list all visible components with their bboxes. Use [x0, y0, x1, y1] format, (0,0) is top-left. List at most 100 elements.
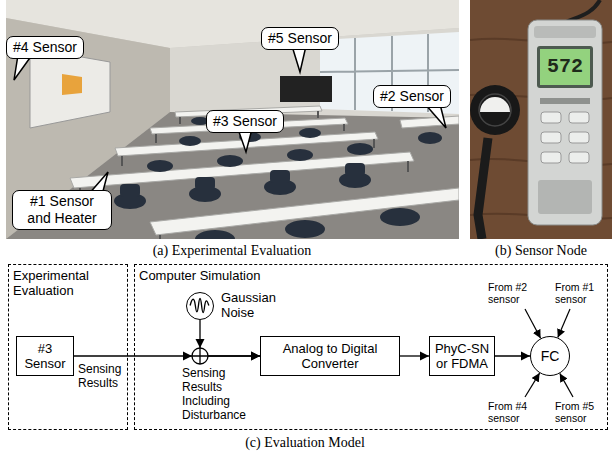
classroom-photo — [280, 76, 332, 102]
node-text: #5 Sensor — [268, 30, 332, 47]
input-label: From #2 sensor — [488, 281, 540, 305]
signal-arrow — [199, 320, 200, 348]
classroom-photo — [6, 0, 459, 239]
leader-arrow — [525, 309, 541, 338]
sensor-node-photo — [541, 152, 561, 163]
sensor-node-photo — [538, 180, 592, 214]
callout-label: #4 Sensor — [6, 36, 84, 59]
sensor-node-photo — [569, 132, 589, 143]
classroom-photo — [179, 136, 201, 146]
callout-label: #1 Sensor and Heater — [12, 190, 112, 230]
classroom-photo — [347, 143, 373, 155]
group-heading: Computer Simulation — [139, 268, 260, 283]
noise-symbol — [190, 298, 209, 312]
classroom-photo — [114, 114, 442, 239]
classroom-photo — [380, 208, 420, 226]
display-reading: 572 — [547, 56, 583, 78]
sensor-node-photo — [479, 94, 511, 126]
callout-tail — [14, 55, 32, 80]
sensor-node-photo — [566, 0, 600, 22]
callout-tail — [14, 46, 446, 195]
signal-arrow — [495, 356, 530, 357]
classroom-photo — [299, 128, 321, 138]
node-text: #4 Sensor — [13, 39, 77, 56]
node-text: #3 Sensor — [21, 341, 69, 371]
sensor-node-photo — [541, 132, 561, 143]
node-text: #2 Sensor — [380, 88, 444, 105]
node-text: Gaussian Noise — [221, 290, 285, 320]
sensor-node-photo — [534, 26, 596, 38]
figure-caption: (b) Sensor Node — [495, 243, 587, 259]
signal-arrow — [400, 356, 429, 357]
signal-arrow — [74, 355, 192, 356]
signal-arrow — [200, 320, 260, 356]
summing-junction — [192, 348, 208, 364]
sensor-node-photo — [528, 20, 602, 225]
figure-caption: (c) Evaluation Model — [245, 435, 365, 451]
signal-arrow — [208, 355, 260, 356]
classroom-photo — [30, 48, 110, 128]
edge-label: Sensing Results — [78, 362, 126, 390]
leader-arrow — [525, 309, 573, 397]
classroom-photo — [217, 155, 243, 167]
sensor-node-photo — [470, 0, 612, 239]
node-text: #1 Sensor and Heater — [19, 193, 105, 227]
classroom-photo — [400, 116, 459, 128]
classroom-photo — [120, 184, 140, 197]
signal-arrow — [495, 355, 530, 356]
sensor-node-photo — [569, 152, 589, 163]
leader-arrow — [560, 373, 573, 397]
signal-arrow — [74, 356, 260, 357]
sensor-node-photo — [470, 85, 520, 135]
classroom-photo — [418, 132, 442, 144]
sensor-box: #3 Sensor — [16, 336, 74, 376]
classroom-photo — [6, 0, 459, 239]
callout-label: #5 Sensor — [261, 27, 339, 50]
summing-junction — [192, 348, 208, 364]
sensor-node-photo — [541, 112, 589, 163]
classroom-photo — [285, 220, 325, 238]
classroom-photo — [320, 32, 459, 114]
noise-symbol — [187, 293, 212, 318]
classroom-photo — [195, 230, 235, 239]
classroom-photo — [270, 170, 290, 183]
sensor-node-photo — [480, 97, 510, 112]
dashed-group: Experimental Evaluation #3 Sensor — [8, 264, 128, 430]
summing-junction — [192, 348, 208, 364]
sensor-node-photo — [569, 112, 589, 123]
callout-label: #3 Sensor — [206, 110, 284, 133]
sensor-node-photo — [470, 0, 612, 239]
classroom-photo — [70, 106, 459, 235]
figure-caption: (a) Experimental Evaluation — [153, 243, 312, 259]
leader-arrow — [525, 373, 540, 397]
signal-arrow — [400, 355, 429, 356]
classroom-photo — [195, 177, 215, 190]
group-heading: Experimental Evaluation — [13, 268, 127, 298]
input-label: From #4 sensor — [488, 400, 540, 424]
signal-label: Sensing Results Including Disturbance — [182, 366, 258, 422]
classroom-photo — [147, 160, 173, 172]
leader-arrow — [558, 309, 570, 338]
process-box: Analog to Digital Converter — [260, 336, 400, 376]
noise-source: Gaussian Noise — [186, 292, 214, 320]
sensor-node-photo — [478, 138, 488, 239]
node-text: PhyC-SN or FDMA — [434, 341, 490, 371]
classroom-photo — [287, 149, 313, 161]
node-text: #3 Sensor — [213, 113, 277, 130]
sensor-node-photo — [537, 46, 593, 88]
callout-tail — [292, 46, 306, 72]
sensor-node-photo — [540, 98, 590, 104]
signal-arrow — [208, 355, 260, 356]
classroom-photo — [320, 34, 459, 112]
sensor-node-photo — [541, 112, 561, 123]
node-text: FC — [541, 348, 560, 364]
node-text: Analog to Digital Converter — [265, 341, 395, 371]
callout-label: #2 Sensor — [373, 85, 451, 108]
classroom-photo — [345, 163, 365, 176]
fusion-center-circle: FC — [530, 336, 570, 376]
input-label: From #5 sensor — [555, 400, 605, 424]
callout-tail — [425, 104, 446, 128]
sensor-node-photo — [540, 49, 590, 85]
classroom-photo — [62, 74, 82, 95]
